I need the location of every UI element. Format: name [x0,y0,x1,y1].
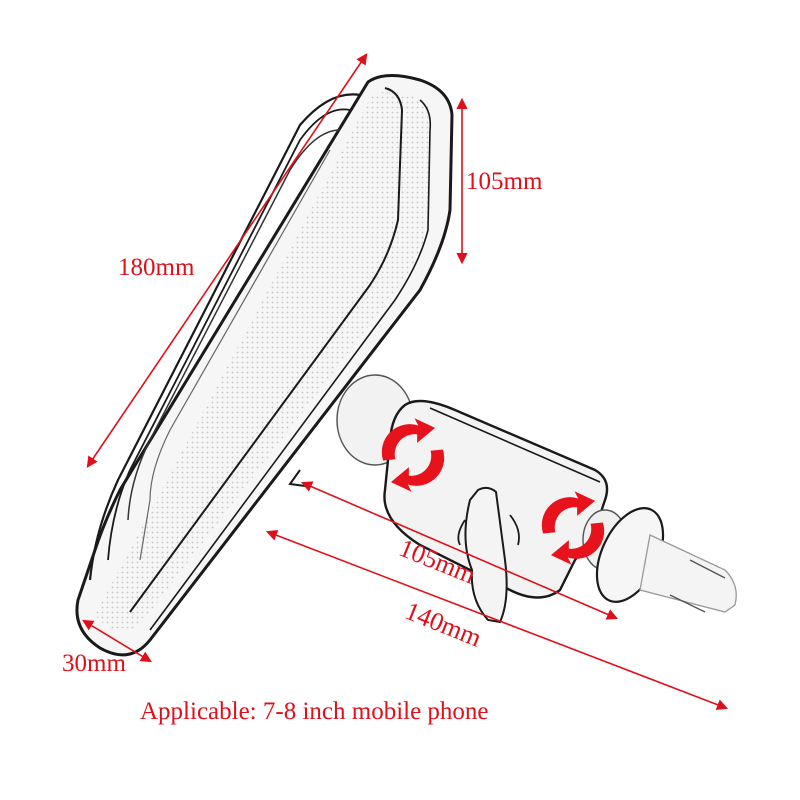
dimension-label-length: 180mm [118,254,195,281]
dimension-line-reach [265,529,729,711]
caption-applicable: Applicable: 7-8 inch mobile phone [140,698,489,725]
rotate-arrows-icon [381,418,445,492]
dimension-label-width: 105mm [466,168,543,195]
dimension-line-depth [82,619,152,663]
phone-case [75,74,454,657]
dimension-label-depth: 30mm [62,650,126,677]
mount-arm [336,374,737,624]
dimension-line-length [86,53,368,468]
